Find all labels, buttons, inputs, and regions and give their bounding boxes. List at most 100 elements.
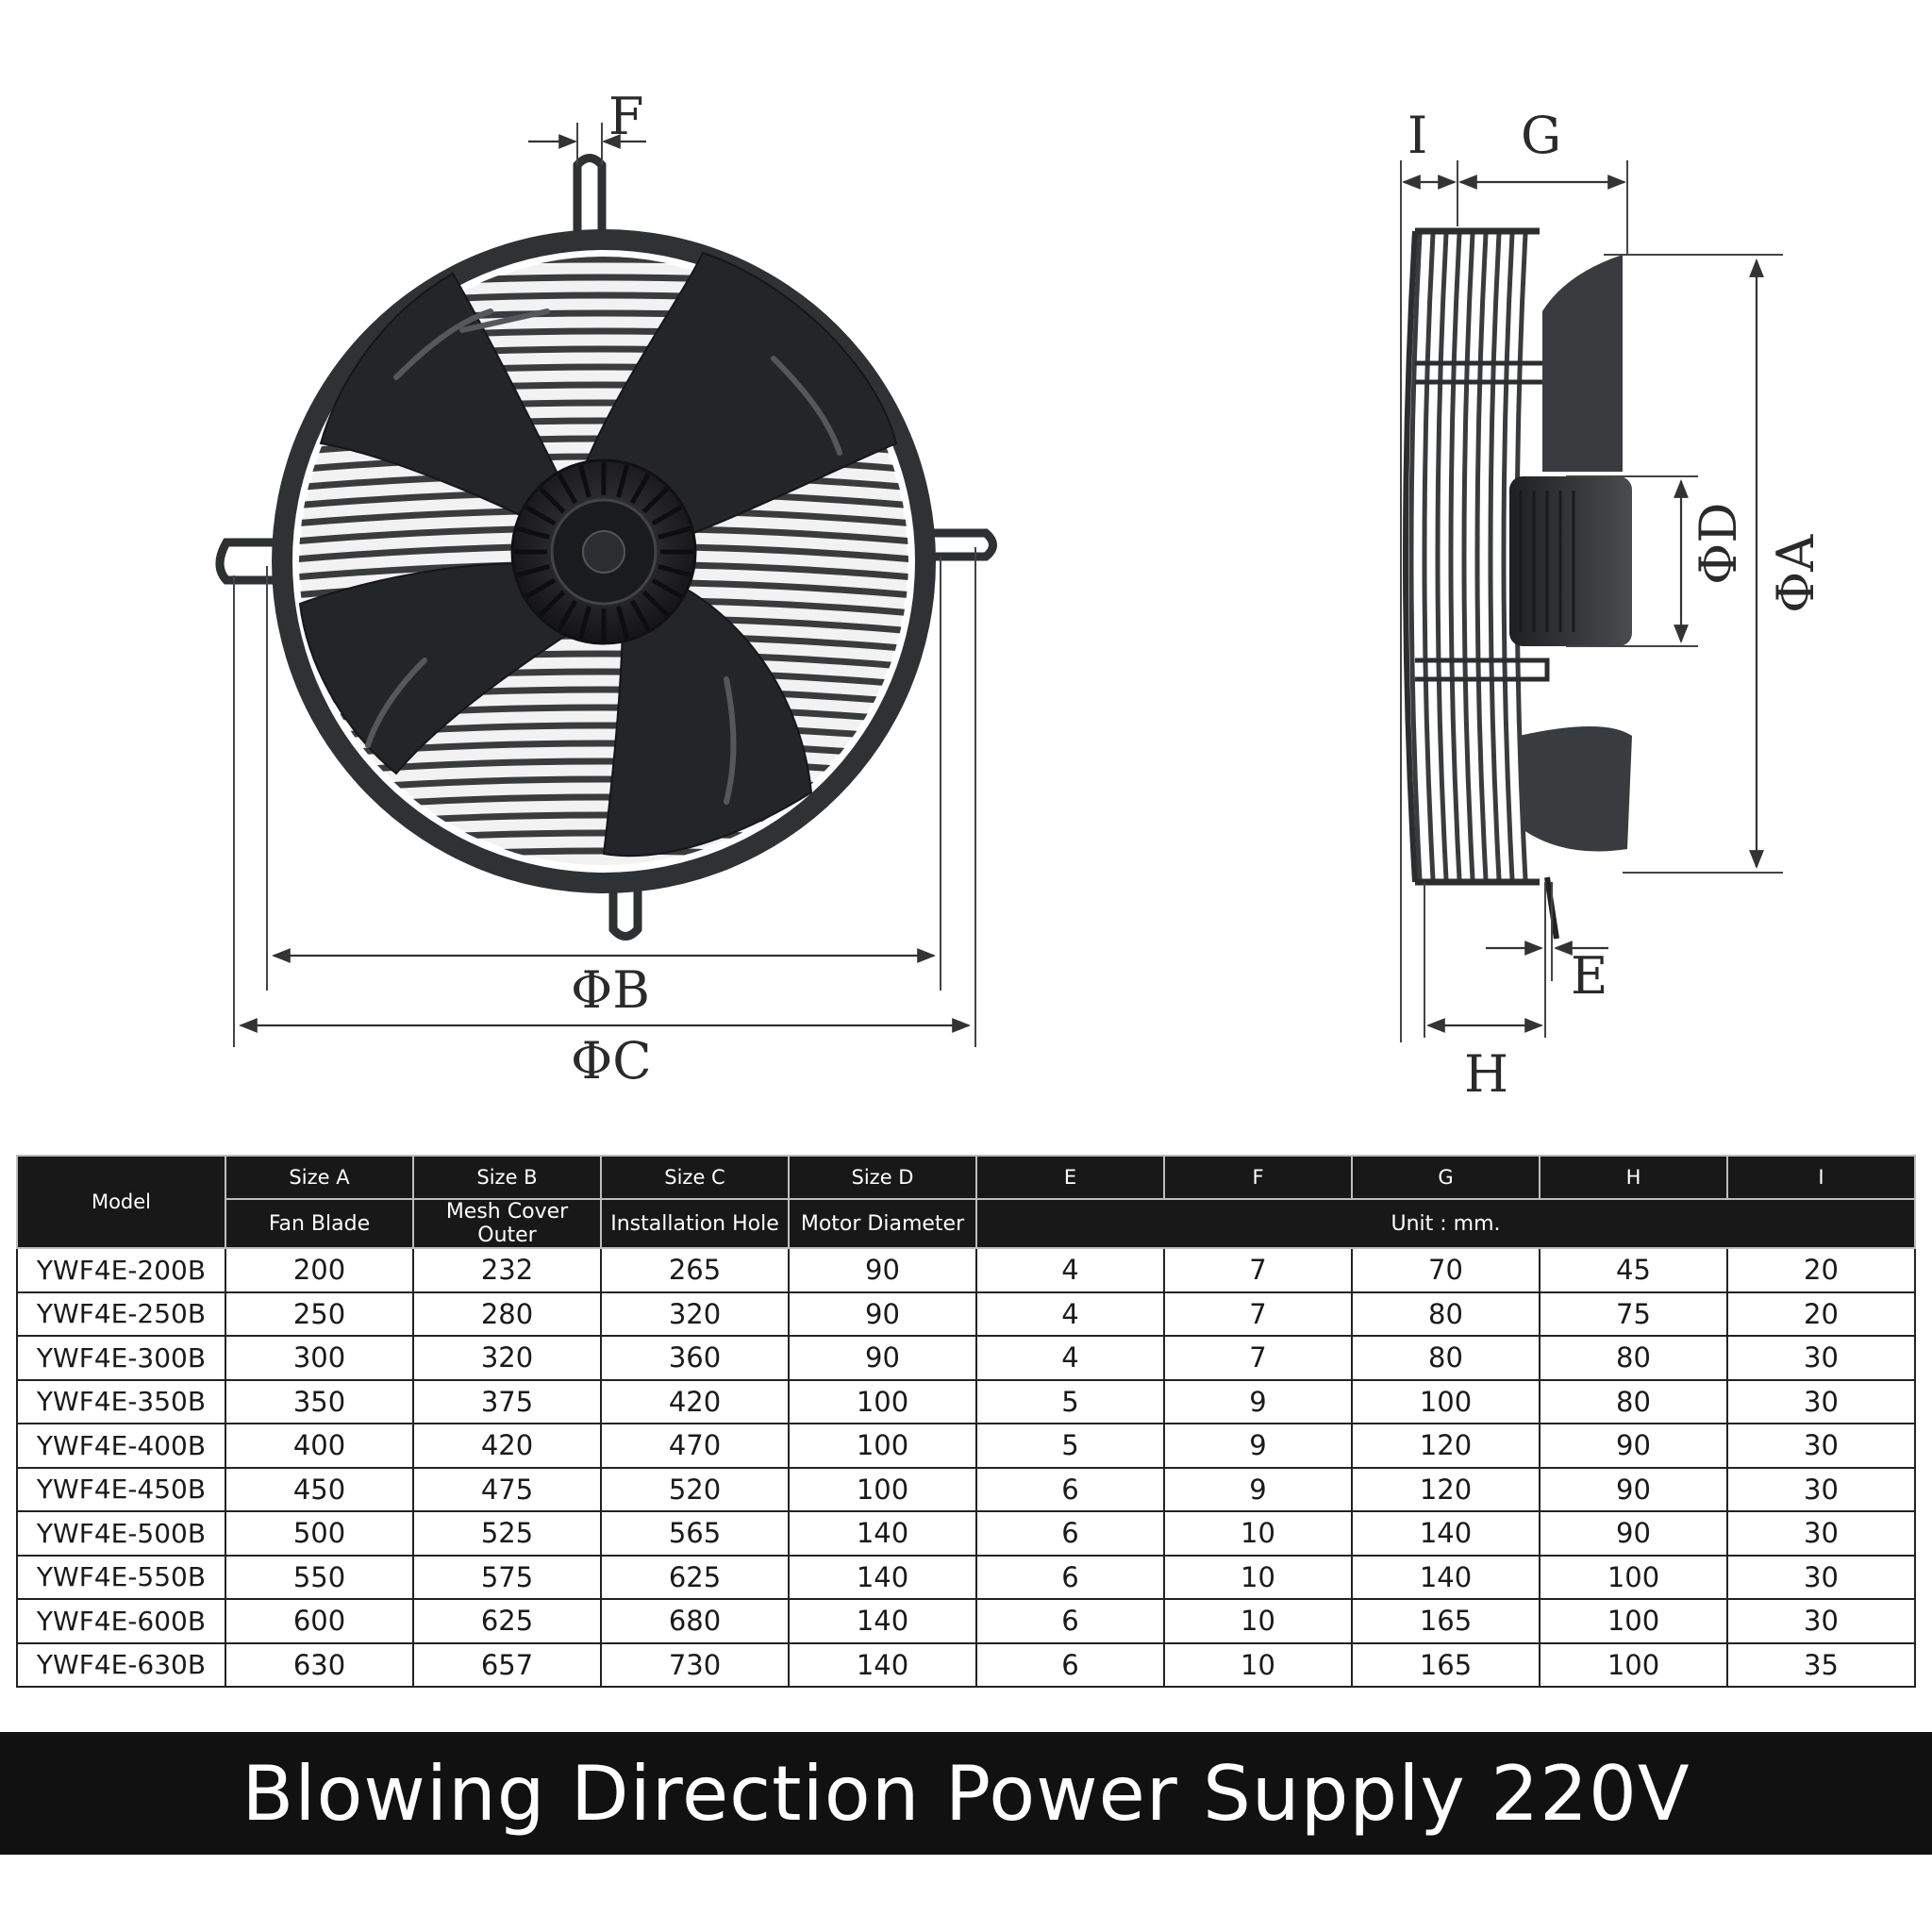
table-cell: 9 — [1163, 1423, 1353, 1469]
subheader-mesh-cover: Mesh Cover Outer — [412, 1198, 602, 1249]
hub-fin — [525, 505, 557, 526]
hub-fin — [539, 487, 566, 514]
side-motor — [1509, 476, 1632, 646]
model-cell: YWF4E-550B — [16, 1554, 226, 1600]
table-cell: 625 — [412, 1598, 602, 1644]
table-cell: 6 — [975, 1554, 1165, 1600]
table-cell: 420 — [600, 1378, 790, 1424]
dim-h: H — [1424, 882, 1543, 1104]
table-cell: 475 — [412, 1466, 602, 1512]
header-f: F — [1163, 1155, 1353, 1200]
label-f: F — [608, 87, 643, 146]
side-grille — [1408, 233, 1528, 880]
table-cell: 6 — [975, 1598, 1165, 1644]
table-cell: 90 — [788, 1335, 977, 1381]
table-cell: 140 — [1351, 1554, 1541, 1600]
table-cell: 265 — [600, 1247, 790, 1293]
side-grille-wire — [1448, 233, 1462, 880]
header-e: E — [975, 1155, 1165, 1200]
table-cell: 45 — [1539, 1247, 1728, 1293]
model-cell: YWF4E-300B — [16, 1335, 226, 1381]
table-cell: 10 — [1163, 1598, 1353, 1644]
dimension-diagram: F ΦB ΦC — [215, 87, 1825, 1104]
table-cell: 525 — [412, 1510, 602, 1557]
table-cell: 300 — [225, 1335, 414, 1381]
header-size-d: Size D — [788, 1155, 977, 1200]
label-phi-c: ΦC — [571, 1031, 652, 1091]
table-cell: 360 — [600, 1335, 790, 1381]
table-cell: 90 — [1539, 1510, 1728, 1557]
footer-text: Blowing Direction Power Supply 220V — [242, 1749, 1690, 1838]
table-cell: 6 — [975, 1466, 1165, 1512]
table-cell: 90 — [1539, 1466, 1728, 1512]
table-cell: 120 — [1351, 1423, 1541, 1469]
table-cell: 320 — [412, 1335, 602, 1381]
hub-fin — [577, 606, 591, 640]
table-cell: 100 — [788, 1378, 977, 1424]
table-cell: 600 — [225, 1598, 414, 1644]
model-cell: YWF4E-250B — [16, 1291, 226, 1337]
dim-phi-d: ΦD — [1566, 475, 1748, 647]
hub-fin — [616, 464, 630, 498]
header-size-c: Size C — [600, 1155, 790, 1200]
table-cell: 100 — [788, 1466, 977, 1512]
table-cell: 500 — [225, 1510, 414, 1557]
table-cell: 20 — [1726, 1291, 1916, 1337]
side-view: I G ΦD ΦA — [1400, 106, 1825, 1104]
hub-fin — [651, 505, 683, 526]
header-h: H — [1539, 1155, 1728, 1200]
table-cell: 140 — [788, 1641, 977, 1688]
table-cell: 80 — [1539, 1378, 1728, 1424]
table-cell: 30 — [1726, 1510, 1916, 1557]
side-grille-wire — [1488, 233, 1502, 880]
table-cell: 100 — [1539, 1641, 1728, 1688]
table-cell: 565 — [600, 1510, 790, 1557]
hub-fin — [629, 473, 651, 505]
hub-fin — [616, 606, 630, 640]
table-cell: 120 — [1351, 1466, 1541, 1512]
table-cell: 420 — [412, 1423, 602, 1469]
table-cell: 4 — [975, 1247, 1165, 1293]
table-cell: 5 — [975, 1378, 1165, 1424]
table-cell: 730 — [600, 1641, 790, 1688]
table-cell: 7 — [1163, 1291, 1353, 1337]
table-cell: 9 — [1163, 1466, 1353, 1512]
hub-fin — [641, 487, 669, 514]
model-cell: YWF4E-400B — [16, 1423, 226, 1469]
model-cell: YWF4E-600B — [16, 1598, 226, 1644]
side-grille-wire — [1501, 233, 1515, 880]
hub-fin — [557, 473, 578, 505]
hub-fin — [651, 577, 683, 599]
table-cell: 90 — [1539, 1423, 1728, 1469]
table-cell: 30 — [1726, 1554, 1916, 1600]
spec-table: Model Size A Size B Size C Size D E F G … — [16, 1155, 1916, 1688]
front-view: F ΦB ΦC — [215, 87, 997, 1091]
label-h: H — [1464, 1044, 1508, 1104]
side-grille-wire — [1435, 233, 1449, 880]
table-cell: 6 — [975, 1641, 1165, 1688]
table-cell: 20 — [1726, 1247, 1916, 1293]
table-cell: 520 — [600, 1466, 790, 1512]
label-phi-b: ΦB — [571, 960, 650, 1020]
hub-fin — [539, 590, 566, 617]
table-cell: 10 — [1163, 1510, 1353, 1557]
diagram-svg: F ΦB ΦC — [215, 87, 1825, 1104]
table-cell: 30 — [1726, 1466, 1916, 1512]
hub-fin — [641, 590, 669, 617]
dim-f: F — [528, 87, 646, 165]
unit-label: Unit : mm. — [975, 1198, 1916, 1249]
header-model: Model — [16, 1155, 226, 1249]
table-cell: 9 — [1163, 1378, 1353, 1424]
hub-fin — [525, 577, 557, 599]
label-i: I — [1407, 106, 1427, 165]
subheader-fan-blade: Fan Blade — [225, 1198, 414, 1249]
table-cell: 350 — [225, 1378, 414, 1424]
table-cell: 375 — [412, 1378, 602, 1424]
header-size-b: Size B — [412, 1155, 602, 1200]
dim-phi-c: ΦC — [233, 547, 976, 1091]
model-cell: YWF4E-350B — [16, 1378, 226, 1424]
